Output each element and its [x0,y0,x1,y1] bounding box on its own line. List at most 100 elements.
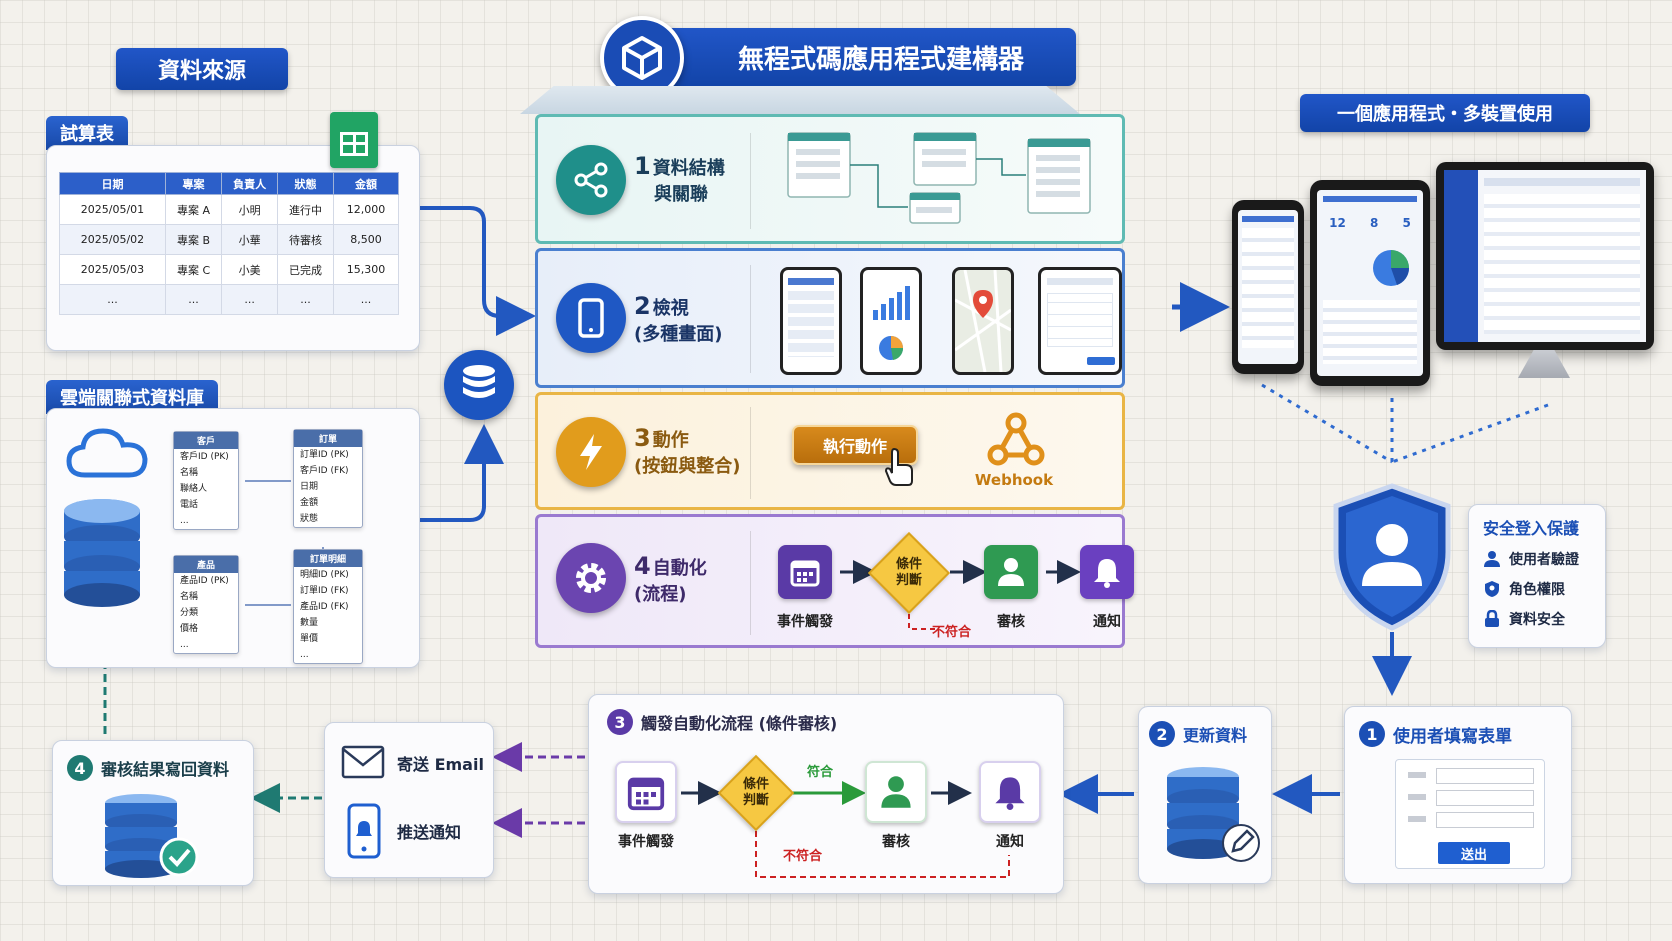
step-number: 2 [1149,721,1175,747]
device-phone [1232,200,1304,374]
condition-line1: 條件 [742,777,769,792]
step4-label: 審核結果寫回資料 [101,760,230,779]
bolt-icon [556,417,626,487]
sources-title: 資料來源 [116,48,288,90]
table-cell: 待審核 [277,224,335,255]
db-table-customers: 客戶 客戶ID (PK) 名稱 聯絡人 電話 ... [173,431,239,530]
map-view-mockup [952,267,1014,375]
table-row: 2025/05/03 專案 C 小美 已完成 15,300 [59,254,399,285]
table-cell: 2025/05/03 [59,254,166,285]
layer-line2: 與關聯 [654,184,708,205]
spreadsheet-app-icon [330,112,378,168]
database-icon [64,499,140,607]
match-label: 符合 [807,765,834,780]
builder-top-bevel [520,86,1080,114]
table-row: ... ... ... ... ... [59,284,399,315]
builder-title: 無程式碼應用程式建構器 [636,28,1076,86]
condition-label: 條件判斷 [725,777,787,809]
user-icon [865,761,927,823]
database-check-icon [105,794,199,878]
db-field: 分類 [180,608,199,618]
layer-line2: (流程) [634,584,687,605]
shield-icon [1485,581,1499,597]
db-field: 客戶ID (PK) [180,452,229,462]
table-cell: 小美 [221,254,279,285]
spreadsheet-table: 日期 專案 負責人 狀態 金額 2025/05/01 專案 A 小明 進行中 1… [59,172,399,315]
database-card: 客戶 客戶ID (PK) 名稱 聯絡人 電話 ... 訂單 訂單ID (PK) … [46,408,420,668]
db-table-title: 訂單明細 [294,550,362,567]
security-card: 安全登入保護 使用者驗證 角色權限 資料安全 [1468,504,1606,648]
layer-line1: 動作 [652,430,689,451]
table-cell: ... [59,284,166,315]
db-field: 名稱 [180,468,199,478]
webhook-label: Webhook [974,471,1054,489]
security-item-label: 資料安全 [1509,612,1565,628]
step-number: 1 [1359,721,1385,747]
db-field: 日期 [300,482,319,492]
table-cell: ... [333,284,399,315]
condition-line1: 條件 [895,557,922,572]
condition-line2: 判斷 [742,793,769,808]
db-field: ... [300,650,309,660]
table-cell: 15,300 [333,254,399,285]
table-cell: ... [221,284,279,315]
form-mockup: 送出 [1395,759,1545,869]
submit-button[interactable]: 送出 [1438,842,1510,864]
db-field: 電話 [180,500,199,510]
device-monitor [1436,162,1654,350]
column-header: 金額 [333,172,399,195]
schema-diagram [787,132,1091,224]
db-field: 數量 [300,618,319,628]
column-header: 專案 [164,172,223,195]
email-label: 寄送 Email [397,755,484,774]
layer-number: 2 [634,292,651,320]
table-cell: 2025/05/01 [59,194,166,225]
db-field: 單價 [300,634,319,644]
share-icon [556,145,626,215]
db-field: ... [180,640,189,650]
step1-card: 1 使用者填寫表單 送出 [1344,706,1572,884]
list-view-mockup [780,267,842,375]
table-cell: ... [277,284,335,315]
data-hub-icon [444,350,514,420]
db-field: 金額 [300,498,319,508]
stat-value: 8 [1369,216,1379,230]
email-icon [341,745,385,779]
table-cell: 12,000 [333,194,399,225]
table-cell: 專案 C [164,254,223,285]
security-title: 安全登入保護 [1483,519,1580,538]
spreadsheet-card: 日期 專案 負責人 狀態 金額 2025/05/01 專案 A 小明 進行中 1… [46,145,420,351]
automation-arrows [840,560,1081,630]
notify-label: 通知 [1093,614,1121,630]
column-header: 日期 [59,172,166,195]
security-item: 資料安全 [1483,609,1591,629]
layer-line1: 資料結構 [652,158,725,179]
chart-view-mockup [860,267,922,375]
spreadsheet-tab: 試算表 [46,116,128,150]
step3-label: 觸發自動化流程 (條件審核) [641,714,838,733]
db-field: 訂單ID (PK) [300,450,349,460]
webhook-icon [987,412,1045,466]
step-number: 4 [67,755,93,781]
reject-label: 不符合 [932,625,972,640]
calendar-icon [615,761,677,823]
stat-value: 5 [1402,216,1411,230]
column-header: 負責人 [221,172,279,195]
db-field: 狀態 [300,514,319,524]
db-table-title: 客戶 [174,432,238,449]
db-field: 產品ID (PK) [180,576,229,586]
table-cell: 8,500 [333,224,399,255]
table-row: 2025/05/01 專案 A 小明 進行中 12,000 [59,194,399,225]
layer-number: 4 [634,552,651,580]
push-label: 推送通知 [397,823,462,842]
step1-label: 使用者填寫表單 [1393,726,1512,747]
table-cell: 專案 B [164,224,223,255]
layer-line1: 檢視 [652,298,689,319]
step4-card: 4 審核結果寫回資料 [52,740,254,886]
